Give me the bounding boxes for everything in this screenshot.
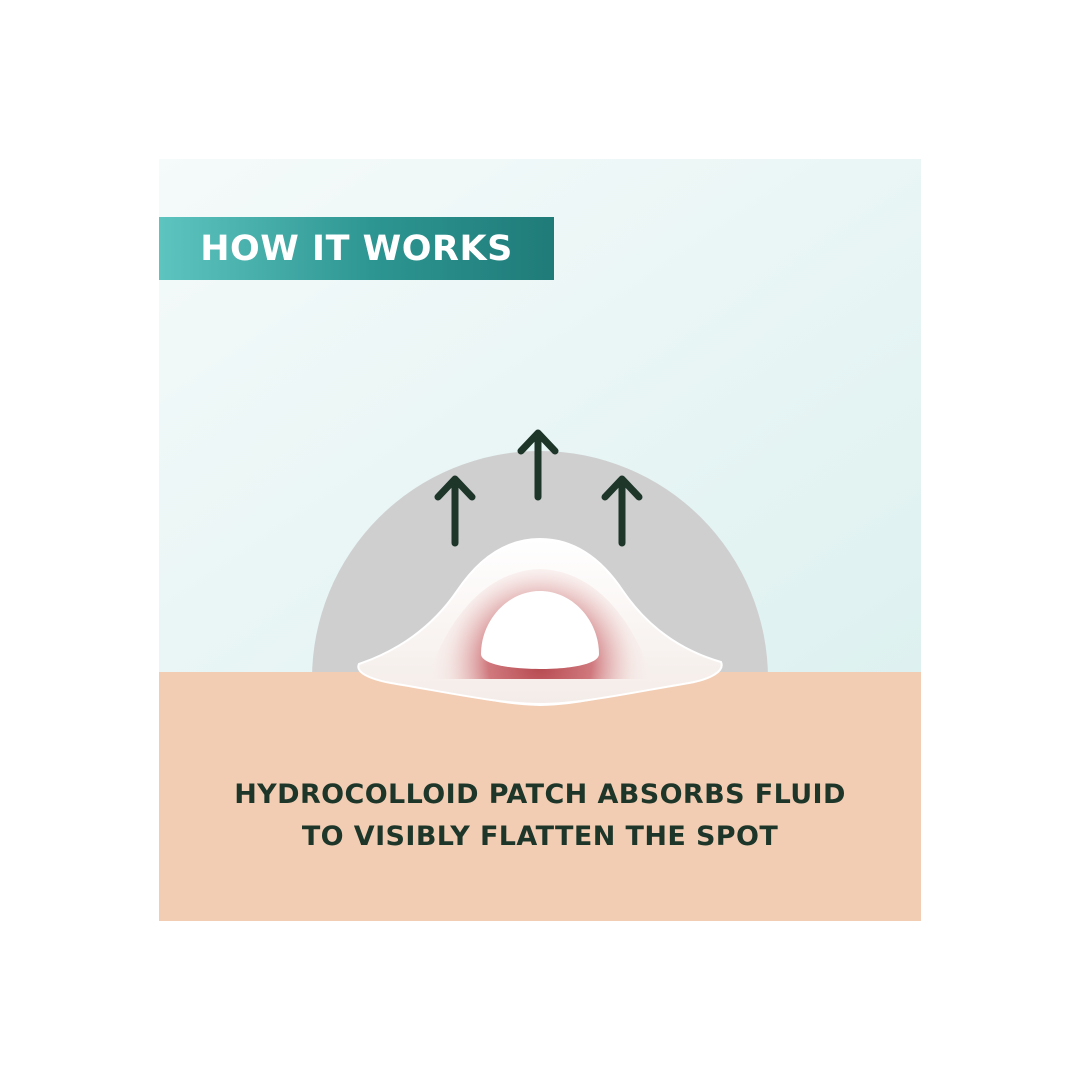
how-it-works-banner: HOW IT WORKS — [159, 217, 554, 280]
up-arrow-icon — [517, 429, 559, 501]
skin-layer — [159, 672, 921, 921]
up-arrow-icon — [434, 475, 476, 547]
illustration-panel: HOW IT WORKS HYDROCOLLOID PATCH ABSORBS … — [159, 159, 921, 921]
up-arrow-icon — [601, 475, 643, 547]
blemish-spot — [481, 591, 599, 669]
caption-line-1: HYDROCOLLOID PATCH ABSORBS FLUID — [234, 779, 846, 810]
banner-label: HOW IT WORKS — [200, 228, 513, 269]
caption: HYDROCOLLOID PATCH ABSORBS FLUID TO VISI… — [159, 774, 921, 858]
caption-line-2: TO VISIBLY FLATTEN THE SPOT — [301, 821, 779, 852]
